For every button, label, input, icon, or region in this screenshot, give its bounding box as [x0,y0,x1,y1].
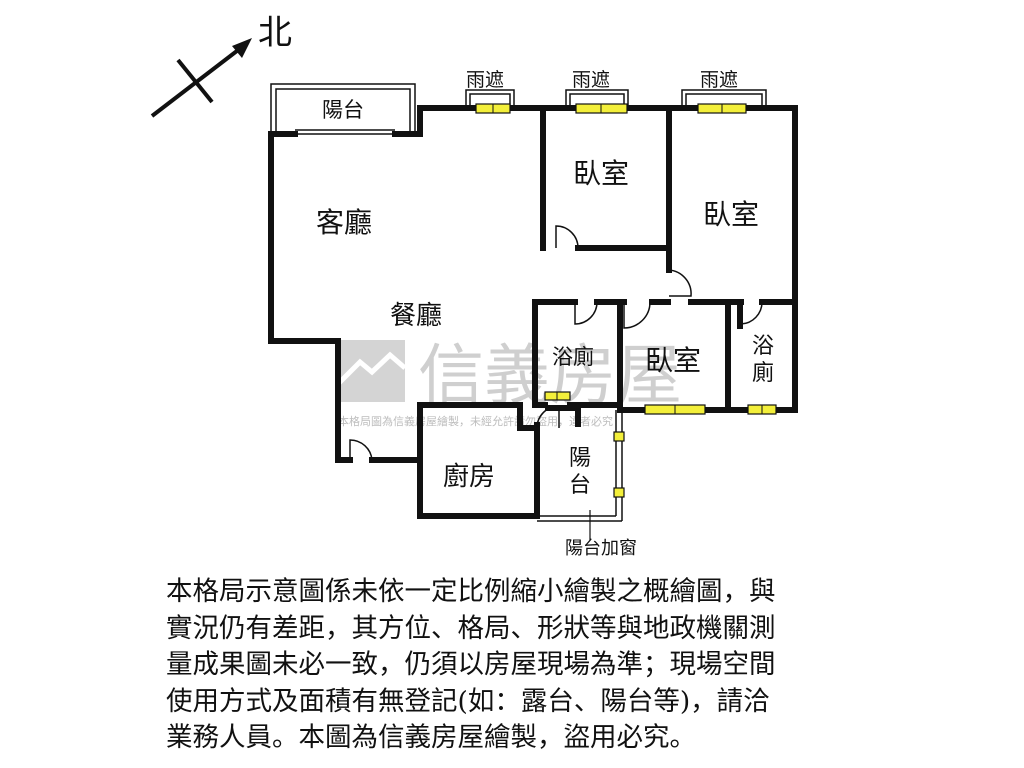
label-canopy-1: 雨遮 [466,69,504,91]
label-balcony-window-note: 陽台加窗 [565,538,637,559]
watermark-logo-roof [335,351,407,387]
watermark-notice: 本格局圖為信義房屋繪製，未經允許請勿盜用，違者必究 [338,414,613,428]
door-entrance [349,439,373,461]
label-bedroom-3: 臥室 [645,344,701,377]
label-dining-room: 餐廳 [390,301,442,331]
door-bedroom-1 [555,225,579,249]
compass: 北 [150,13,292,118]
disclaimer-line: 使用方式及面積有無登記(如：露台、陽台等)，請洽 [166,685,770,717]
balcony-bottom-outline [537,410,623,540]
watermark: 信義房屋 本格局圖為信義房屋繪製，未經允許請勿盜用，違者必究 [335,337,682,428]
door-bathroom-1 [574,301,598,325]
disclaimer-line: 量成果圖未必一致，仍須以房屋現場為準；現場空間 [166,649,776,680]
door-bathroom-2 [740,301,763,325]
compass-north-label: 北 [258,13,292,53]
door-bedroom-3 [623,301,651,329]
doors [349,225,763,461]
canopies [465,89,767,106]
compass-cross-line [176,58,214,104]
label-bathroom-2-bottom: 廁 [752,361,774,386]
walls [268,105,798,519]
compass-arrow-shaft [150,42,248,118]
label-balcony-top: 陽台 [322,98,364,122]
label-canopy-2: 雨遮 [572,69,610,91]
door-kitchen-balcony [536,405,560,429]
disclaimer-text: 本格局示意圖係未依一定比例縮小繪製之概繪圖，與 實況仍有差距，其方位、格局、形狀… [166,574,866,757]
door-bedroom-2 [668,269,692,297]
compass-arrow-head [232,38,252,58]
label-balcony-bottom-top: 陽 [569,446,591,471]
label-bathroom-1: 浴廁 [552,345,594,369]
label-kitchen: 廚房 [443,462,495,492]
disclaimer-line: 實況仍有差距，其方位、格局、形狀等與地政機關測 [166,612,776,644]
balcony-top [270,83,416,135]
disclaimer-line: 本格局示意圖係未依一定比例縮小繪製之概繪圖，與 [166,576,776,607]
label-bedroom-2: 臥室 [703,198,759,231]
label-living-room: 客廳 [316,206,372,239]
label-bathroom-2-top: 浴 [752,334,774,359]
label-canopy-3: 雨遮 [700,69,738,91]
label-balcony-bottom-bottom: 台 [569,473,591,498]
label-bedroom-1: 臥室 [573,157,629,190]
disclaimer-line: 業務人員。本圖為信義房屋繪製，盜用必究。 [166,722,696,753]
watermark-brand: 信義房屋 [418,337,682,414]
